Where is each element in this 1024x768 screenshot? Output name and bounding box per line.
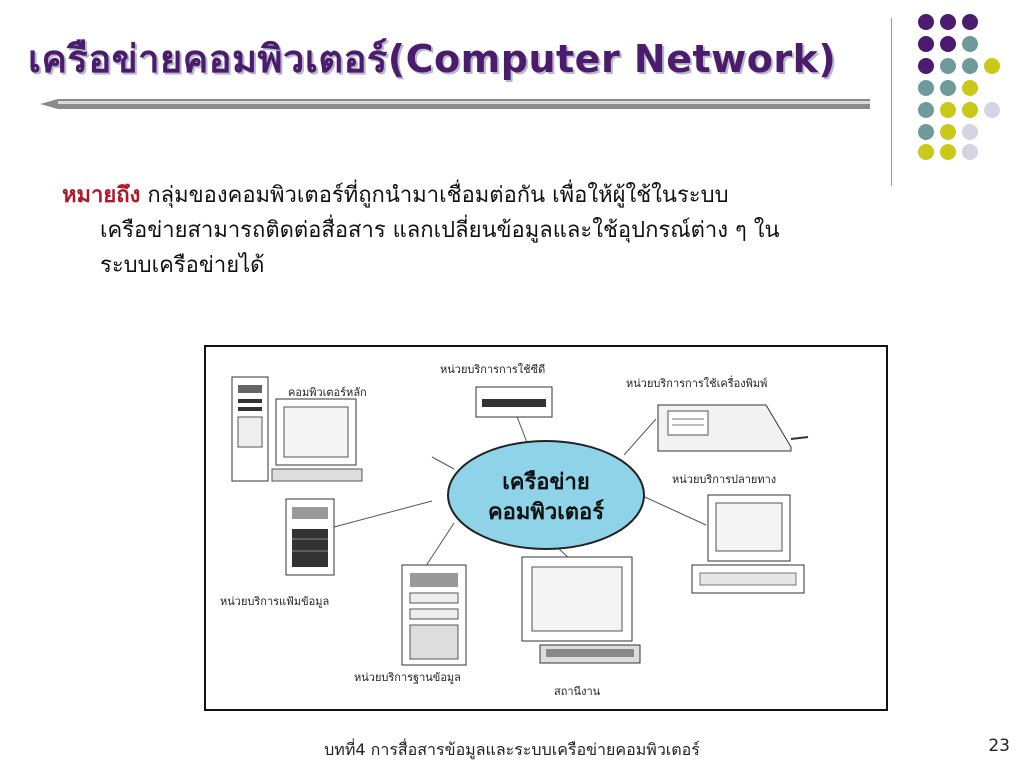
label-workstation: สถานีงาน [554,685,601,698]
connection-lines [333,408,707,570]
label-database-service: หน่วยบริการฐานข้อมูล [354,671,461,684]
slide-title: เครือข่ายคอมพิวเตอร์(Computer Network) [28,37,837,81]
footer-text: บทที่4 การสื่อสารข้อมูลและระบบเครือข่ายค… [324,740,700,759]
printer-icon [657,404,809,452]
header-divider [891,18,892,186]
page-number: 23 [988,736,1010,756]
database-server-icon [401,564,467,666]
label-printer-service: หน่วยบริการการใช้เครื่องพิมพ์ [626,375,767,390]
definition-paragraph: หมายถึง กลุ่มของคอมพิวเตอร์ที่ถูกนำมาเชื… [62,178,982,283]
label-remote-service: หน่วยบริการปลายทาง [672,473,776,486]
hub-label-line-1: เครือข่าย [502,470,590,495]
label-main-computer: คอมพิวเตอร์หลัก [288,386,367,399]
cd-drive-icon [475,386,553,418]
definition-line-1: หมายถึง กลุ่มของคอมพิวเตอร์ที่ถูกนำมาเชื… [62,183,729,208]
definition-line-3: ระบบเครือข่ายได้ [100,253,265,278]
workstation-icon [521,556,641,664]
decorative-dot-grid [910,14,1015,164]
network-diagram: คอมพิวเตอร์หลัก หน่วยบริการการใช้ซีดี หน… [204,345,888,711]
label-cd-service: หน่วยบริการการใช้ซีดี [440,363,545,376]
network-hub-ellipse [447,440,645,550]
remote-terminal-icon [691,494,805,594]
label-file-service: หน่วยบริการแฟ้มข้อมูล [220,595,329,608]
title-underline [40,99,870,109]
main-computer-icon [231,376,363,482]
definition-term: หมายถึง [62,183,141,208]
hub-label-line-2: คอมพิวเตอร์ [488,499,604,525]
definition-line-2: เครือข่ายสามารถติดต่อสื่อสาร แลกเปลี่ยนข… [100,218,780,243]
file-server-icon [285,498,335,576]
